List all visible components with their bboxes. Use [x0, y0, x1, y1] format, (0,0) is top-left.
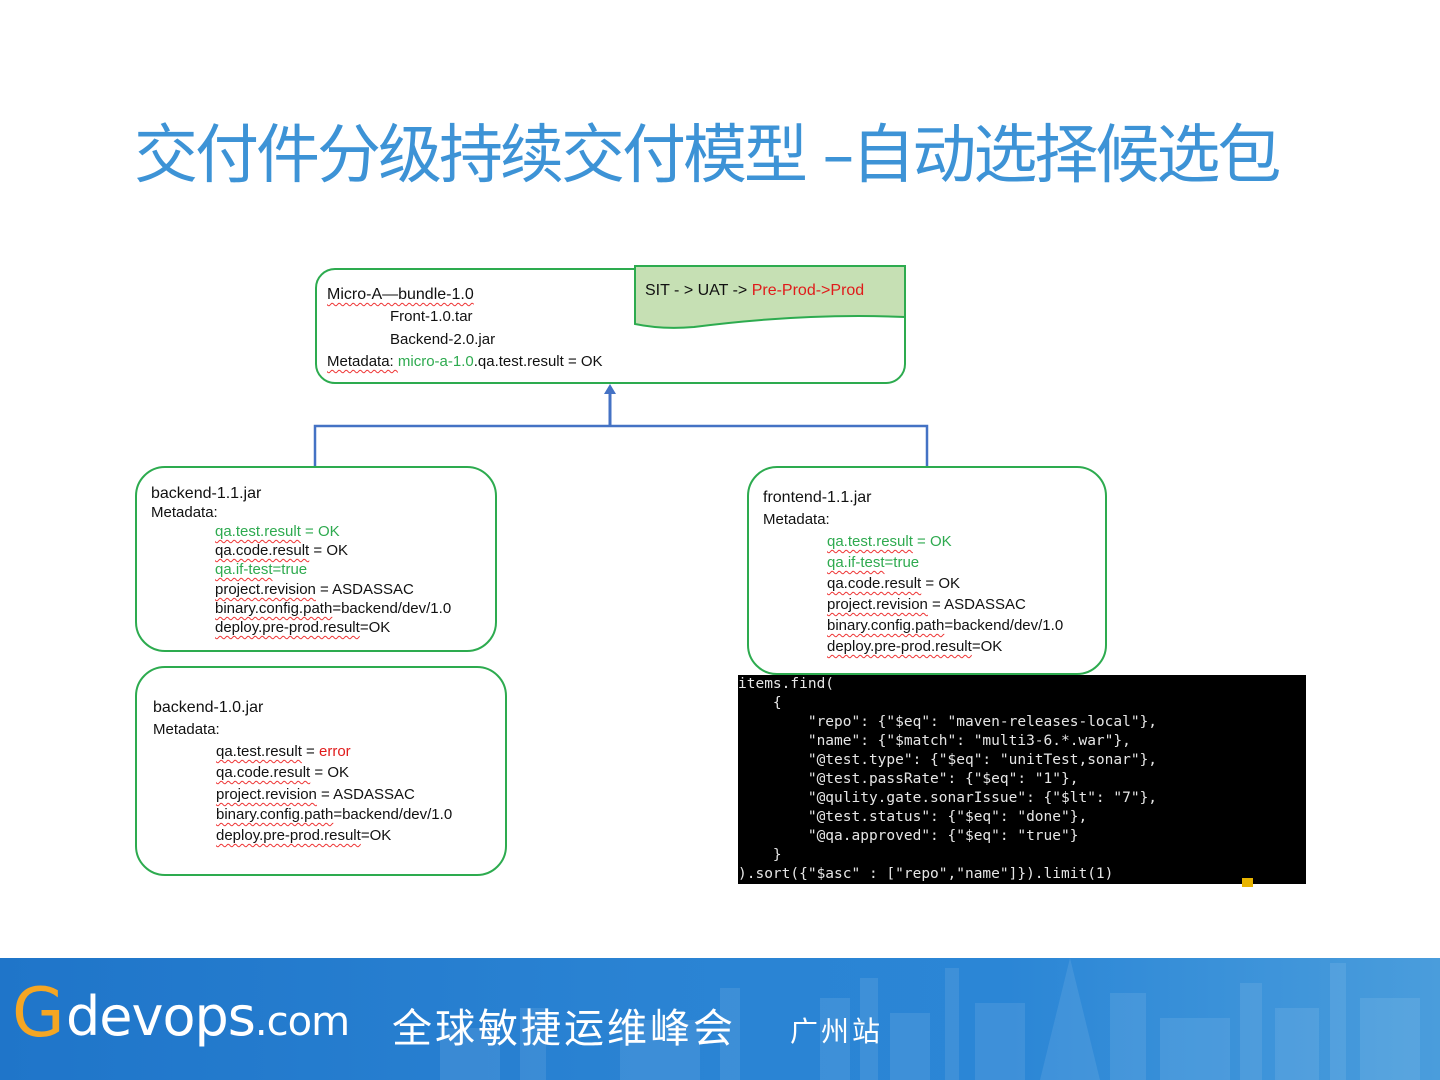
backend-1-0-name: backend-1.0.jar — [153, 699, 264, 716]
bundle-name: Micro-A—bundle-1.0 — [327, 286, 474, 303]
frontend-1-1-metadata-label: Metadata: — [763, 511, 830, 528]
frontend-1-1-box — [747, 466, 1107, 675]
backend-1-0-test-result: qa.test.result = error — [216, 743, 351, 760]
code-line: items.find( — [738, 676, 835, 692]
frontend-1-1-code-result: qa.code.result = OK — [827, 575, 961, 592]
code-line: ).sort({"$asc" : ["repo","name"]}).limit… — [738, 866, 1114, 882]
summit-city: 广州站 — [790, 1015, 884, 1048]
backend-1-0-revision: project.revision = ASDASSAC — [216, 786, 415, 803]
connector-left-branch — [313, 424, 610, 466]
code-line: "@test.status": {"$eq": "done"}, — [738, 809, 1088, 825]
frontend-1-1-revision: project.revision = ASDASSAC — [827, 596, 1026, 613]
summit-name: 全球敏捷运维峰会 — [392, 1006, 736, 1052]
backend-1-1-name: backend-1.1.jar — [151, 485, 262, 502]
backend-1-1-if-test: qa.if-test=true — [215, 561, 308, 578]
bundle-metadata: Metadata: micro-a-1.0.qa.test.result = O… — [327, 353, 603, 370]
backend-1-1-box — [135, 466, 497, 652]
bundle-file-front: Front-1.0.tar — [390, 308, 473, 325]
backend-1-1-metadata-label: Metadata: — [151, 504, 218, 521]
frontend-1-1-name: frontend-1.1.jar — [763, 489, 872, 506]
stage-pipeline: SIT - > UAT -> Pre-Prod->Prod — [645, 282, 865, 299]
backend-1-0-metadata-label: Metadata: — [153, 721, 220, 738]
backend-1-1-revision: project.revision = ASDASSAC — [215, 581, 414, 598]
code-line: } — [738, 847, 782, 863]
backend-1-1-config-path: binary.config.path=backend/dev/1.0 — [215, 600, 452, 617]
code-line: "repo": {"$eq": "maven-releases-local"}, — [738, 714, 1158, 730]
frontend-1-1-deploy-result: deploy.pre-prod.result=OK — [827, 638, 1003, 655]
city-skyline-image — [440, 958, 1420, 1080]
connector-right-branch — [610, 424, 929, 466]
frontend-1-1-test-result: qa.test.result = OK — [827, 533, 952, 550]
connector-arrowhead — [604, 384, 616, 394]
bundle-file-backend: Backend-2.0.jar — [390, 331, 496, 348]
code-line: { — [738, 695, 782, 711]
query-code-panel: items.find( { "repo": {"$eq": "maven-rel… — [738, 675, 1306, 884]
code-line: "@test.passRate": {"$eq": "1"}, — [738, 771, 1079, 787]
cursor-mark — [1242, 878, 1253, 887]
backend-1-1-code-result: qa.code.result = OK — [215, 542, 349, 559]
code-line: "@qa.approved": {"$eq": "true"} — [738, 828, 1079, 844]
logo-g: G — [12, 974, 65, 1053]
frontend-1-1-if-test: qa.if-test=true — [827, 554, 920, 571]
logo-wordmark: devops.com — [66, 985, 350, 1048]
backend-1-0-config-path: binary.config.path=backend/dev/1.0 — [216, 806, 453, 823]
backend-1-0-code-result: qa.code.result = OK — [216, 764, 350, 781]
code-line: "name": {"$match": "multi3-6.*.war"}, — [738, 733, 1131, 749]
slide-title: 交付件分级持续交付模型 –自动选择候选包 — [134, 119, 1281, 193]
backend-1-1-deploy-result: deploy.pre-prod.result=OK — [215, 619, 391, 636]
backend-1-1-test-result: qa.test.result = OK — [215, 523, 340, 540]
code-line: "@qulity.gate.sonarIssue": {"$lt": "7"}, — [738, 790, 1158, 806]
backend-1-0-box — [135, 666, 507, 876]
footer-banner: G devops.com 全球敏捷运维峰会 广州站 — [0, 958, 1440, 1080]
frontend-1-1-config-path: binary.config.path=backend/dev/1.0 — [827, 617, 1064, 634]
stage-tag — [634, 265, 906, 329]
backend-1-0-deploy-result: deploy.pre-prod.result=OK — [216, 827, 392, 844]
code-line: "@test.type": {"$eq": "unitTest,sonar"}, — [738, 752, 1158, 768]
